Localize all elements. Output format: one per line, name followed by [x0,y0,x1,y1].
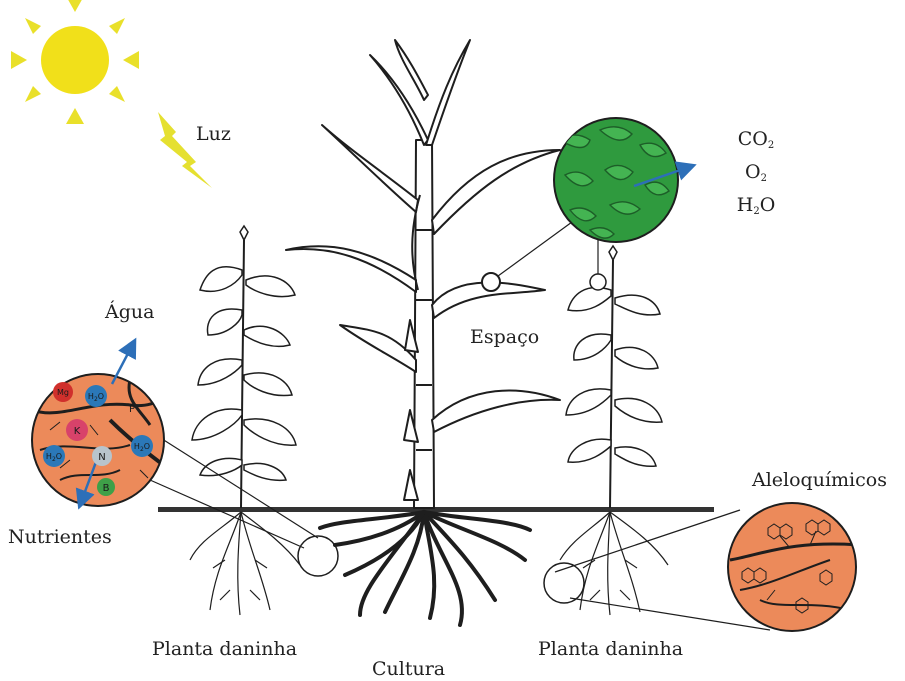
weed-right-label: Planta daninha [538,640,683,659]
svg-text:N: N [98,452,105,463]
light-label: Luz [196,125,231,144]
nutrient-bubble-water-2: H2O [131,435,153,457]
nutrient-bubble-n: N [92,446,112,466]
crop-plant [286,40,560,508]
allelochemical-zoom-circle [728,503,860,631]
nutrient-bubble-mg: Mg [53,382,73,402]
nutrient-bubble-water-1: H2O [85,385,107,407]
weed-plant-right [566,246,662,508]
space-label: Espaço [470,328,539,347]
water-label: Água [105,303,154,322]
weed-plant-left [192,226,296,508]
root-zoom-marker-left [298,536,338,576]
gas-co2: CO2 [728,126,784,159]
sun-icon [11,0,139,124]
crop-roots [320,512,530,625]
soil-nutrient-zoom-circle: Mg H2O P K H2O H2O N B [32,342,170,506]
nutrient-bubble-water-3: H2O [43,445,65,467]
svg-text:P: P [129,404,135,415]
allelochemicals-label: Aleloquímicos [752,471,887,490]
gas-h2o: H2O [728,192,784,225]
nutrients-label: Nutrientes [8,528,112,547]
weed-left-label: Planta daninha [152,640,297,659]
weed-roots-left [190,512,300,615]
leaf-zoom-circle [554,118,692,242]
gas-o2: O2 [728,159,784,192]
gas-exchange-labels: CO2 O2 H2O [728,126,784,225]
svg-text:Mg: Mg [57,388,69,397]
svg-text:K: K [74,426,81,437]
nutrient-bubble-k: K [66,419,88,441]
crop-label: Cultura [372,660,445,679]
nutrient-bubble-p: P [129,404,135,415]
nutrient-bubble-b: B [97,478,115,496]
svg-text:B: B [103,483,110,494]
